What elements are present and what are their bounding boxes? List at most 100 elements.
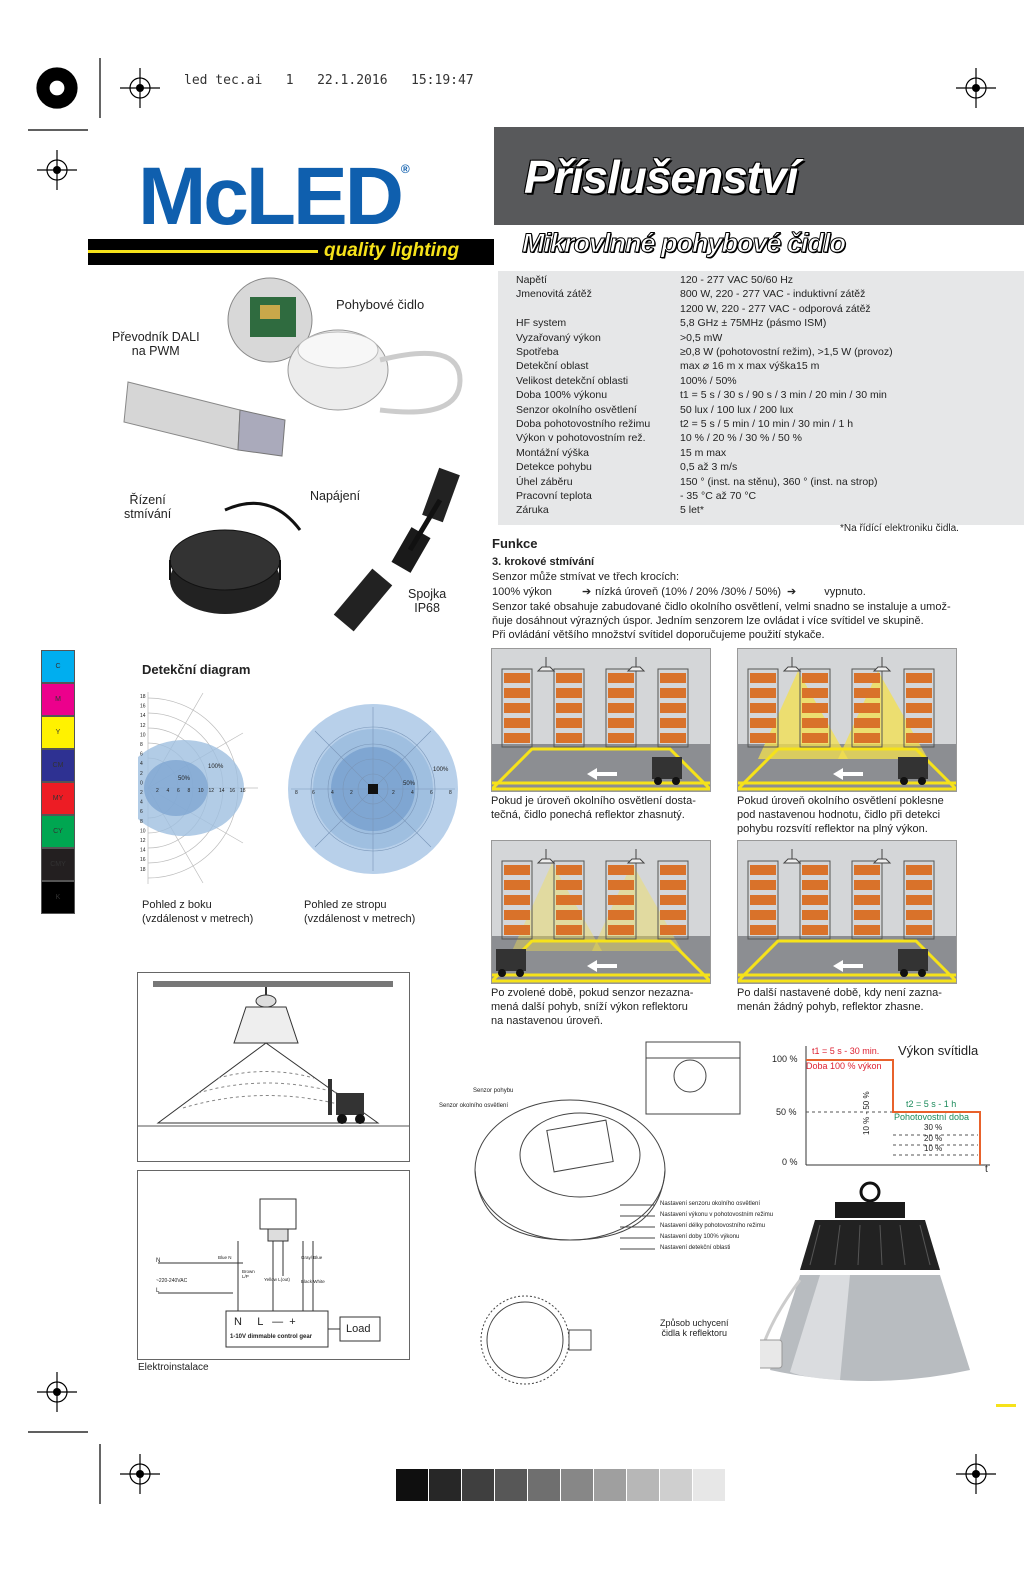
side-y-tick: 2: [140, 771, 143, 777]
function-line1: Senzor může stmívat ve třech krocích:: [492, 571, 680, 583]
product-photos: [110, 270, 490, 650]
gray-swatch: [429, 1469, 461, 1501]
side-y-tick: 6: [140, 752, 143, 758]
label-dali: Převodník DALI na PWM: [112, 330, 200, 358]
wire-n: N: [156, 1258, 161, 1264]
spec-value: - 35 °C až 70 °C: [680, 490, 757, 502]
wire-brown: Brown L/P: [242, 1269, 255, 1279]
gray-swatch: [396, 1469, 428, 1501]
spec-footnote: *Na řídící elektroniku čidla.: [840, 523, 959, 534]
color-swatch: C: [41, 650, 75, 683]
spec-label: HF system: [516, 317, 567, 330]
chart-p10: 10 %: [924, 1144, 943, 1153]
wire-blue: Blue N: [218, 1255, 232, 1260]
spec-value: t2 = 5 s / 5 min / 10 min / 30 min / 1 h: [680, 418, 854, 430]
side-x-tick: 12: [209, 788, 215, 794]
chart-standby: Pohotovostní doba: [894, 1112, 970, 1122]
side-y-tick: 4: [140, 761, 143, 767]
spec-label: Záruka: [516, 504, 549, 517]
side-y-tick: 8: [140, 819, 143, 825]
scene-caption: Po další nastavené době, kdy není zazna-: [737, 987, 942, 999]
scene-caption: pod nastavenou hodnotu, čidlo při detekc…: [737, 809, 941, 821]
wiring-caption: Elektroinstalace: [138, 1362, 209, 1373]
top-caption: Pohled ze stropu(vzdálenost v metrech): [304, 899, 416, 925]
side-y-tick: 10: [140, 732, 146, 738]
page-subtitle: Mikrovlnné pohybové čidlo: [521, 228, 846, 259]
label-connector: Spojka IP68: [408, 587, 447, 615]
gray-swatch: [693, 1469, 725, 1501]
scene-caption: Pokud je úroveň okolního osvětlení dosta…: [491, 795, 696, 807]
spec-label: Detekční oblast: [516, 360, 589, 373]
spec-value: 0,5 až 3 m/s: [680, 461, 738, 474]
side-y-tick: 6: [140, 809, 143, 815]
spec-label: Detekce pohybu: [516, 461, 592, 474]
label-n2: Nastavení výkonu v pohotovostním režimu: [660, 1212, 774, 1218]
chart-t1: t1 = 5 s - 30 min.: [812, 1046, 880, 1056]
spec-label: Napětí: [516, 274, 547, 286]
spec-value: 5 let*: [680, 504, 704, 517]
side-50-label: 50%: [178, 776, 191, 782]
side-y-tick: 18: [140, 694, 146, 700]
scene-caption: tečná, čidlo ponechá reflektor zhasnutý.: [491, 809, 685, 821]
top-50-label: 50%: [403, 781, 416, 787]
side-y-tick: 16: [140, 857, 146, 863]
spec-value: 100% / 50%: [680, 374, 737, 387]
gray-swatch: [660, 1469, 692, 1501]
gear-label: 1-10V dimmable control gear: [230, 1334, 313, 1340]
label-motion-sensor: Senzor pohybu: [473, 1088, 514, 1094]
spec-label: Spotřeba: [516, 346, 559, 358]
gray-swatch: [462, 1469, 494, 1501]
load-label: Load: [346, 1323, 371, 1335]
side-100-label: 100%: [208, 764, 224, 770]
label-dimming: Řízení stmívání: [124, 493, 172, 521]
side-x-tick: 4: [167, 788, 170, 794]
label-n3: Nastavení délky pohotovostního režimu: [660, 1223, 766, 1229]
gear-terminals: N L — +: [234, 1316, 296, 1328]
spec-value: 1200 W, 220 - 277 VAC - odporová zátěž: [680, 302, 871, 315]
color-swatch: CY: [41, 815, 75, 848]
scene-caption: menán žádný pohyb, reflektor zhasne.: [737, 1001, 924, 1013]
gray-swatch: [528, 1469, 560, 1501]
side-y-tick: 16: [140, 704, 146, 710]
spec-label: Úhel záběru: [516, 475, 573, 488]
chart-y0: 0 %: [782, 1157, 798, 1167]
gray-swatch: [594, 1469, 626, 1501]
chart-y50: 50 %: [776, 1107, 797, 1117]
label-power: Napájení: [310, 489, 361, 503]
spec-value: ≥0,8 W (pohotovostní režim), >1,5 W (pro…: [680, 346, 893, 358]
spec-value: 150 ° (inst. na stěnu), 360 ° (inst. na …: [680, 475, 878, 488]
gray-swatch: [561, 1469, 593, 1501]
color-swatch: CMY: [41, 848, 75, 881]
side-y-tick: 14: [140, 713, 146, 719]
wire-mains: ~220-240VAC: [156, 1278, 188, 1284]
side-y-tick: 12: [140, 838, 146, 844]
scene-caption: Pokud úroveň okolního osvětlení poklesne: [737, 795, 944, 807]
side-x-tick: 10: [198, 788, 204, 794]
wire-grey: Gray/ Blue: [301, 1255, 323, 1260]
top-x-tick: 2: [350, 790, 353, 796]
spec-value: 15 m max: [680, 446, 727, 459]
wire-yellow: Yellow L(out): [264, 1277, 290, 1282]
color-swatch: CM: [41, 749, 75, 782]
scene-caption: Po zvolené době, pokud senzor nezazna-: [491, 987, 694, 999]
chart-title: Výkon svítidla: [898, 1043, 979, 1058]
label-ambient-sensor: Senzor okolního osvětlení: [439, 1103, 509, 1109]
title-bar: [494, 127, 1024, 225]
highbay-lamp-photo: [760, 1181, 970, 1381]
spec-label: Jmenovitá zátěž: [516, 288, 592, 301]
top-x-tick: 8: [295, 790, 298, 796]
color-swatch: K: [41, 881, 75, 914]
spec-value: 800 W, 220 - 277 VAC - induktivní zátěž: [680, 288, 866, 301]
top-x-tick: 6: [312, 790, 315, 796]
spec-value: t1 = 5 s / 30 s / 90 s / 3 min / 20 min …: [680, 389, 887, 402]
spec-label: Montážní výška: [516, 446, 589, 459]
chart-t-axis: t: [985, 1164, 988, 1175]
warehouse-scene: [491, 648, 711, 792]
side-y-tick: 8: [140, 742, 143, 748]
side-x-tick: 2: [156, 788, 159, 794]
mounting-diagram: [137, 972, 410, 1162]
label-n1: Nastavení senzoru okolního osvětlení: [660, 1201, 761, 1207]
registered-mark: ®: [400, 162, 410, 176]
